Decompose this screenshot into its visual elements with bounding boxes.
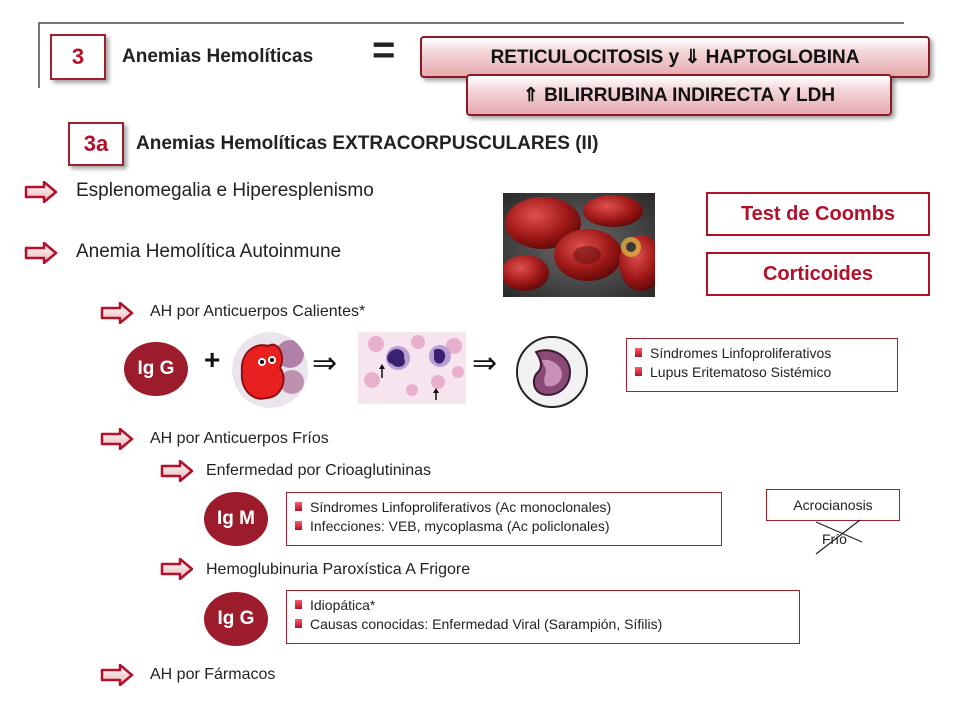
list-item-text: Lupus Eritematoso Sistémico	[650, 363, 832, 380]
bullet-icon	[635, 367, 642, 376]
pch-causes-list: Idiopática* Causas conocidas: Enfermedad…	[286, 590, 800, 644]
plus-sign: +	[204, 344, 221, 375]
list-item-text: Síndromes Linfoproliferativos	[650, 344, 832, 361]
list-item: Síndromes Linfoproliferativos	[635, 343, 891, 362]
list-item-text: Infecciones: VEB, mycoplasma (Ac policlo…	[310, 517, 610, 534]
arrow-right-icon	[100, 302, 134, 324]
igg-circle-warm: Ig G	[124, 342, 188, 396]
item-farmacos: AH por Fármacos	[150, 666, 276, 683]
list-item-text: Síndromes Linfoproliferativos (Ac monocl…	[310, 498, 612, 515]
arrow-right-icon	[100, 664, 134, 686]
bullet-icon	[295, 521, 302, 530]
reticulocitosis-pill: RETICULOCITOSIS y ⇓ HAPTOGLOBINA	[420, 36, 930, 78]
section-number: 3	[71, 44, 85, 69]
implies-arrow-1: ⇒	[312, 347, 338, 380]
bullet-icon	[295, 502, 302, 511]
cold-causes-list: Síndromes Linfoproliferativos (Ac monocl…	[286, 492, 722, 546]
igg-circle-cold: Ig G	[204, 592, 268, 646]
section-number-badge: 3	[50, 34, 106, 80]
list-item: Síndromes Linfoproliferativos (Ac monocl…	[295, 497, 715, 516]
bullet-icon	[295, 600, 302, 609]
test-coombs-box: Test de Coombs	[706, 192, 930, 236]
bullet-icon	[635, 348, 642, 357]
igm-circle: Ig M	[204, 492, 268, 546]
list-item: Lupus Eritematoso Sistémico	[635, 362, 891, 381]
item-anticuerpos-calientes: AH por Anticuerpos Calientes*	[150, 303, 366, 320]
header-frame-top	[38, 22, 904, 24]
item-hemoglobinuria: Hemoglubinuria Paroxística A Frigore	[206, 561, 471, 578]
list-item: Idiopática*	[295, 595, 793, 614]
arrow-right-icon	[160, 460, 194, 482]
arrow-right-icon	[24, 181, 58, 203]
arrow-right-icon	[160, 558, 194, 580]
list-item: Infecciones: VEB, mycoplasma (Ac policlo…	[295, 516, 715, 535]
cartoon-cell-image	[232, 332, 308, 408]
list-item: Causas conocidas: Enfermedad Viral (Sara…	[295, 614, 793, 633]
crossed-out-icon	[815, 519, 863, 555]
corticoides-box: Corticoides	[706, 252, 930, 296]
equals-sign: =	[372, 28, 396, 72]
warm-causes-list: Síndromes Linfoproliferativos Lupus Erit…	[626, 338, 898, 392]
bullet-icon	[295, 619, 302, 628]
item-esplenomegalia: Esplenomegalia e Hiperesplenismo	[76, 180, 374, 201]
blood-smear-image	[358, 332, 466, 404]
arrow-right-icon	[100, 428, 134, 450]
list-item-text: Idiopática*	[310, 596, 376, 613]
page-title: Anemias Hemolíticas	[122, 46, 314, 67]
list-item-text: Causas conocidas: Enfermedad Viral (Sara…	[310, 615, 663, 632]
bilirrubina-pill: ⇑ BILIRRUBINA INDIRECTA Y LDH	[466, 74, 892, 116]
spherocyte-image	[516, 336, 588, 408]
subsection-title: Anemias Hemolíticas EXTRACORPUSCULARES (…	[136, 133, 599, 154]
item-crioaglutininas: Enfermedad por Crioaglutininas	[206, 462, 432, 479]
header-frame-left	[38, 22, 40, 88]
implies-arrow-2: ⇒	[472, 347, 498, 380]
subsection-number: 3a	[83, 131, 109, 156]
arrow-right-icon	[24, 242, 58, 264]
red-blood-cells-image	[503, 193, 655, 297]
item-anticuerpos-frios: AH por Anticuerpos Fríos	[150, 430, 329, 447]
subsection-number-badge: 3a	[68, 122, 124, 166]
acrocianosis-box: Acrocianosis	[766, 489, 900, 521]
item-anemia-autoinmune: Anemia Hemolítica Autoinmune	[76, 241, 342, 262]
